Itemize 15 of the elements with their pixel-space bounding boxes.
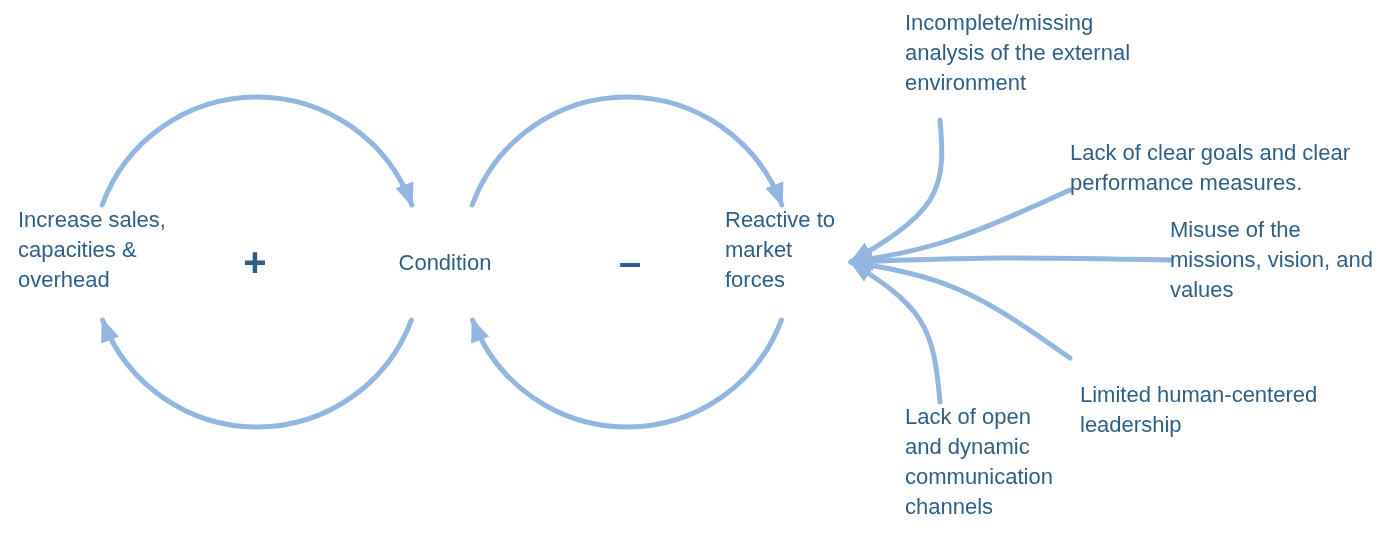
arrow: [848, 259, 943, 405]
polarity-sign: +: [243, 239, 267, 285]
arrow: [100, 317, 414, 430]
arrow: [470, 317, 784, 430]
node-text: Reactive to market forces: [725, 206, 837, 294]
node-text: Increase sales, capacities & overhead: [18, 206, 167, 294]
node-text: Limited human-centered leadership: [1080, 381, 1319, 439]
arrow: [99, 94, 415, 208]
node-text: Misuse of the missions, vision, and values: [1170, 216, 1374, 304]
node-text: Lack of open and dynamic communication channels: [905, 403, 1054, 521]
node-text: Incomplete/missing analysis of the external environment: [905, 9, 1132, 97]
node-text: Lack of clear goals and clear performance measures.: [1070, 139, 1352, 197]
arrow: [469, 94, 785, 208]
node-text: Condition: [398, 248, 492, 277]
polarity-sign: –: [618, 239, 642, 285]
